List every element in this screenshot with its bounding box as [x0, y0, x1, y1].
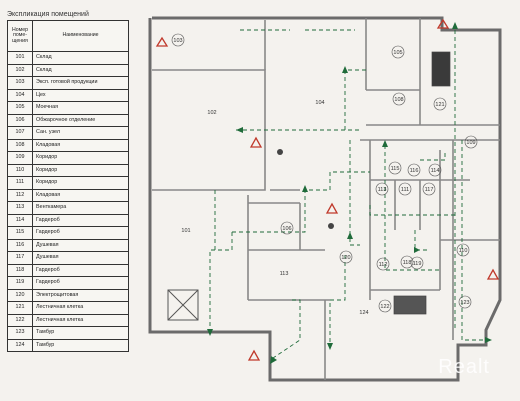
room-label: 103 — [173, 38, 182, 44]
hydrant-icon — [277, 149, 283, 155]
room-label-circle — [433, 97, 447, 111]
room-label: 114 — [431, 168, 440, 174]
warning-triangle-icon — [249, 136, 263, 148]
legend-header-name: Наименование — [32, 20, 129, 52]
plan-inner-walls — [152, 18, 500, 380]
room-label: 120 — [341, 255, 350, 261]
room-label: 106 — [282, 226, 291, 232]
room-label: 115 — [391, 166, 400, 172]
room-label: 104 — [315, 100, 324, 106]
room-label-circle — [378, 299, 392, 313]
room-label: 113 — [280, 271, 289, 277]
room-label: 119 — [413, 261, 422, 267]
warning-triangle-icon — [486, 268, 500, 280]
room-label-circle — [398, 182, 412, 196]
room-label-circle — [375, 182, 389, 196]
room-label-circle — [339, 250, 353, 264]
warning-triangles — [155, 18, 500, 361]
room-label: 101 — [181, 228, 190, 234]
room-label-circle — [388, 161, 402, 175]
shaft-box — [167, 289, 199, 321]
legend-room-name: Тамбур — [32, 338, 129, 352]
room-label: 116 — [410, 168, 419, 174]
warning-triangle-icon — [155, 36, 169, 47]
room-label: 113 — [378, 187, 387, 193]
room-label: 112 — [379, 262, 388, 268]
hydrant-icons — [277, 149, 334, 229]
room-label-circle — [428, 163, 442, 177]
room-label: 109 — [466, 140, 475, 146]
room-label-circle — [171, 33, 185, 47]
plan-walls — [148, 16, 502, 382]
staircase-122 — [393, 295, 427, 315]
room-label-circle — [407, 163, 421, 177]
room-label-circle — [458, 295, 472, 309]
room-label: 122 — [380, 304, 389, 310]
room-label: 110 — [459, 248, 468, 254]
evacuation-arrows — [207, 22, 492, 364]
room-label-circle — [280, 221, 294, 235]
evacuation-paths — [209, 29, 488, 361]
warning-triangle-icon — [247, 349, 261, 361]
room-label-circle — [456, 243, 470, 257]
room-label: 111 — [401, 187, 409, 193]
room-label-circle — [392, 92, 406, 106]
room-label: 118 — [403, 260, 412, 266]
staircase-121 — [431, 51, 451, 87]
room-labels: 103 105 102 104 108 121 109 115 116 114 113 111 117 1… — [171, 33, 478, 316]
room-label: 124 — [359, 310, 368, 316]
room-label: 117 — [425, 187, 434, 193]
room-label-circle — [391, 45, 405, 59]
room-label-circle — [422, 182, 436, 196]
room-label: 123 — [460, 300, 469, 306]
watermark: Realt — [438, 356, 490, 378]
legend-title: Экспликация помещений — [7, 11, 89, 18]
room-label-circle — [410, 256, 424, 270]
room-label-circle — [464, 135, 478, 149]
room-label-circle — [400, 255, 414, 269]
warning-triangle-icon — [325, 202, 339, 214]
legend-header-number: Номер поме-щения — [7, 20, 33, 52]
room-label-circle — [376, 257, 390, 271]
room-label: 108 — [394, 97, 403, 103]
room-label: 121 — [435, 102, 444, 108]
warning-triangle-icon — [436, 18, 450, 29]
room-label: 105 — [393, 50, 402, 56]
room-label: 102 — [207, 110, 216, 116]
hydrant-icon — [328, 223, 334, 229]
